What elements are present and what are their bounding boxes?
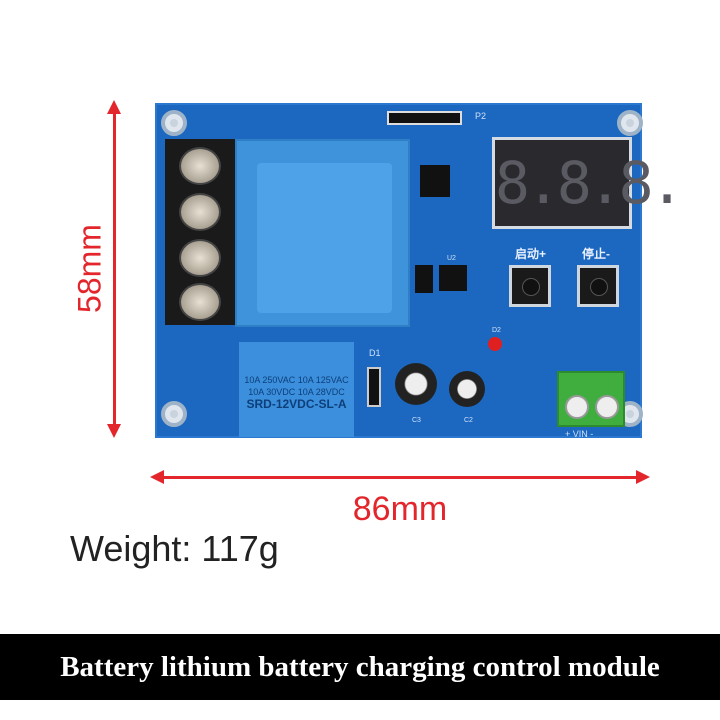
vin-terminal	[557, 371, 625, 427]
screw-icon	[179, 193, 221, 231]
pin-header	[387, 111, 462, 125]
capacitor	[449, 371, 485, 407]
display-value: 8.8.8.	[495, 149, 685, 217]
relay-model: SRD-12VDC-SL-A	[246, 397, 347, 411]
regulator-label: U2	[447, 255, 456, 262]
start-button[interactable]	[509, 265, 551, 307]
diode	[367, 367, 381, 407]
relay: 10A 250VAC 10A 125VAC 10A 30VDC 10A 28VD…	[239, 342, 354, 437]
arrow-left-icon	[150, 470, 164, 484]
screw-icon	[179, 239, 221, 277]
mount-hole	[161, 110, 187, 136]
screw-icon	[565, 395, 589, 419]
weight-label: Weight: 117g	[70, 528, 279, 569]
led-label: D2	[492, 327, 501, 334]
vin-label: + VIN -	[565, 429, 594, 439]
width-label: 86mm	[352, 490, 448, 528]
screw-icon	[179, 147, 221, 185]
arrow-right-icon	[636, 470, 650, 484]
height-dimension-line	[113, 108, 116, 430]
stop-button[interactable]	[577, 265, 619, 307]
cap2-label: C2	[464, 417, 473, 424]
stop-button-label: 停止-	[582, 247, 610, 261]
screw-icon	[595, 395, 619, 419]
height-label: 58mm	[71, 224, 108, 313]
regulator	[439, 265, 467, 291]
relay-rating-2: 10A 30VDC 10A 28VDC	[248, 387, 345, 397]
width-dimension-line	[160, 476, 642, 479]
start-button-label: 启动+	[515, 247, 547, 261]
transistor	[415, 265, 433, 293]
header-label: P2	[475, 111, 487, 121]
transformer-core	[257, 163, 392, 313]
arrow-down-icon	[107, 424, 121, 438]
transformer	[235, 139, 410, 327]
ic-chip	[420, 165, 450, 197]
screw-icon	[179, 283, 221, 321]
pcb-board: P2 U2 8.8.8. 启动+ 停止- D2 10A 250VAC 10A 1…	[155, 103, 685, 439]
mount-hole	[617, 110, 643, 136]
diode-label: D1	[369, 348, 381, 358]
relay-rating-1: 10A 250VAC 10A 125VAC	[244, 375, 349, 385]
led-indicator	[488, 337, 502, 351]
seven-segment-display: 8.8.8.	[492, 137, 685, 229]
cap3-label: C3	[412, 417, 421, 424]
screw-terminal-block	[165, 139, 235, 325]
mount-hole	[161, 401, 187, 427]
caption-banner: Battery lithium battery charging control…	[0, 634, 720, 700]
capacitor	[395, 363, 437, 405]
arrow-up-icon	[107, 100, 121, 114]
